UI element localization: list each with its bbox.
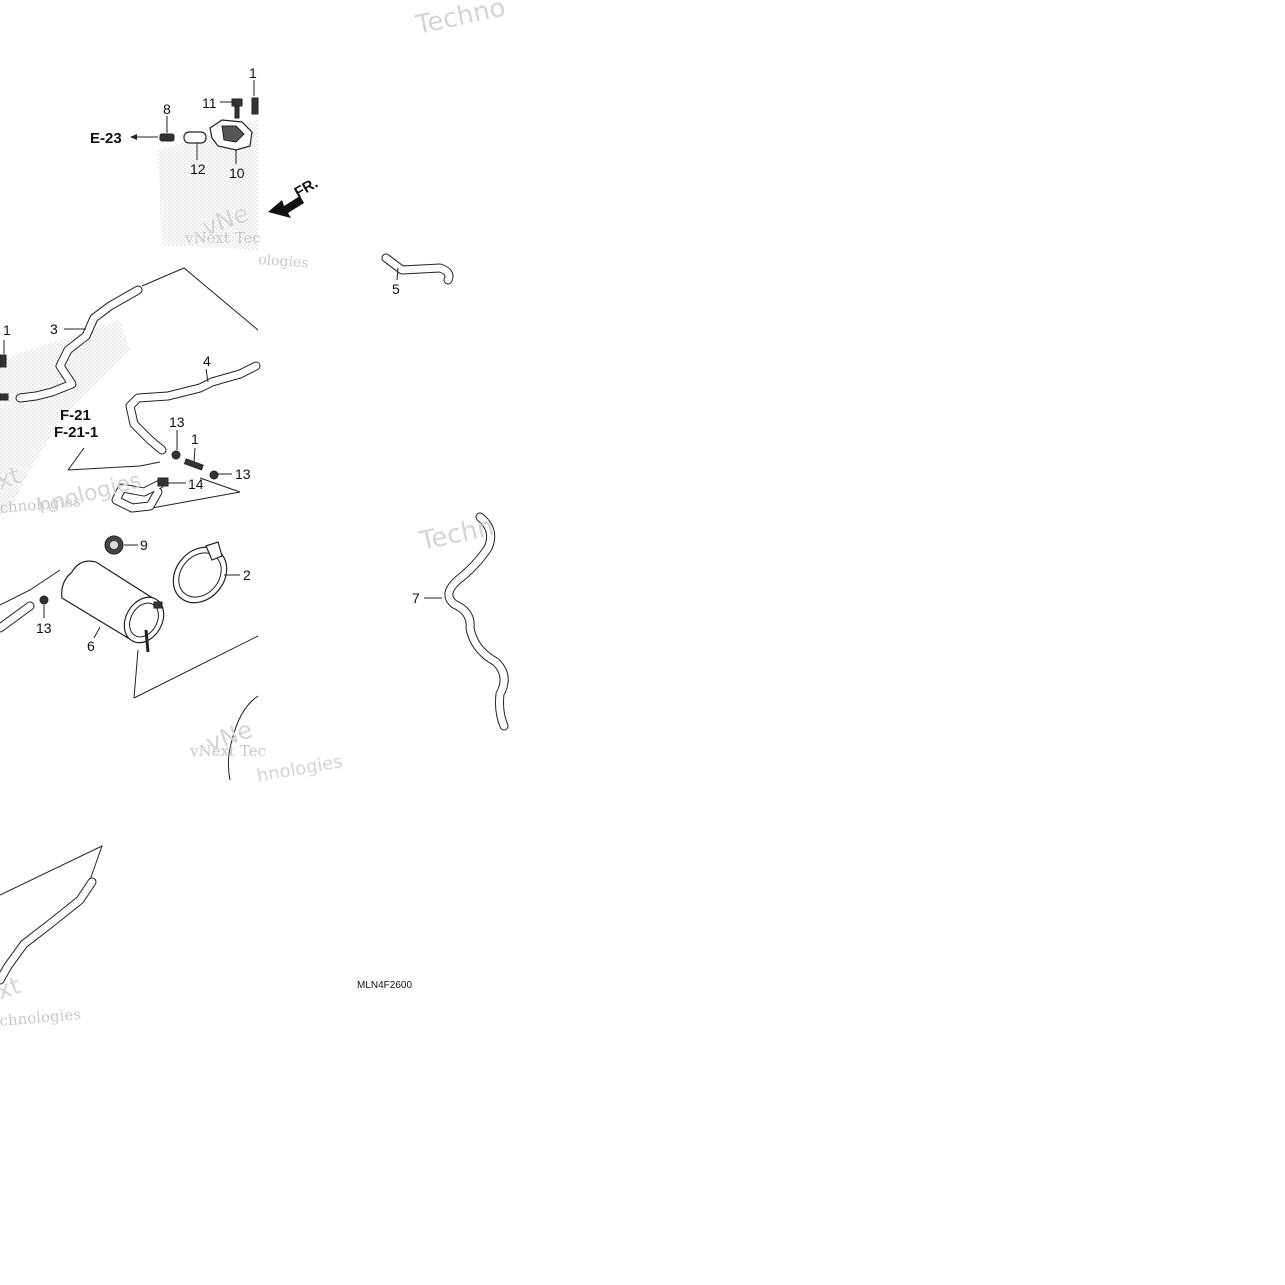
shaded-area — [0, 320, 130, 515]
panel-top: 1 8 11 12 10 E-23 FR. Techno vNext Tec o… — [90, 0, 508, 271]
callout-4: 4 — [203, 353, 211, 369]
part-9-grommet — [104, 535, 138, 555]
callout-5: 5 — [392, 281, 400, 297]
callout-1-mid: 1 — [191, 431, 199, 447]
front-label: FR. — [292, 175, 321, 202]
shaded-area — [158, 120, 258, 250]
panel-middle: 1 3 4 13 1 13 14 F-21 F-21-1 xt chnologi… — [0, 267, 261, 520]
part-13-clip-a — [171, 430, 181, 460]
ref-f21: F-21 — [60, 407, 91, 424]
watermark: chnologies — [0, 1005, 82, 1030]
part-2-band — [172, 541, 240, 604]
callout-1-left: 1 — [3, 322, 11, 338]
watermark: ologies — [258, 252, 309, 271]
part-1-bolt-top — [251, 80, 259, 115]
callout-11: 11 — [202, 95, 217, 111]
part-3-hose — [15, 285, 143, 403]
part-13-clip-c — [39, 595, 49, 618]
callout-2: 2 — [243, 567, 251, 583]
callout-9: 9 — [140, 537, 148, 553]
part-11-bolt — [220, 98, 243, 119]
panel-bottom: xt chnologies — [0, 845, 103, 1030]
panel-lower: 9 2 13 6 vNext Tec vNe hnologies — [0, 535, 344, 787]
part-5-hose: 5 — [381, 253, 454, 297]
part-12-hose — [183, 131, 207, 160]
part-13-clip-b — [209, 470, 232, 480]
hose-loop — [111, 479, 165, 513]
callout-3: 3 — [50, 321, 58, 337]
callout-1-top: 1 — [249, 65, 257, 81]
callout-13-c: 13 — [36, 620, 52, 636]
callout-13-a: 13 — [169, 414, 185, 430]
callout-7: 7 — [412, 590, 420, 606]
callout-13-b: 13 — [235, 466, 251, 482]
watermark: hnologies — [35, 468, 144, 520]
callout-12: 12 — [190, 161, 206, 177]
callout-6: 6 — [87, 638, 95, 654]
callout-14: 14 — [188, 476, 204, 492]
part-7-hose: 7 Techn — [412, 512, 509, 731]
part-10-valve — [209, 119, 253, 164]
part-1-bolt-mid — [183, 447, 204, 471]
watermark: hnologies — [255, 751, 344, 787]
part-1-bolt-left — [0, 340, 9, 401]
watermark: Techno — [412, 0, 508, 41]
diagram-code: MLN4F2600 — [357, 980, 412, 991]
part-14-joint — [157, 477, 186, 487]
callout-10: 10 — [229, 165, 245, 181]
ref-e23-arrow — [130, 134, 158, 140]
part-4-hose — [125, 361, 261, 455]
callout-8: 8 — [163, 101, 171, 117]
ref-f21-1: F-21-1 — [54, 424, 98, 441]
watermark: vNext Tec — [184, 229, 261, 247]
ref-e23: E-23 — [90, 130, 122, 147]
part-6-canister — [61, 560, 165, 653]
front-arrow-icon — [268, 196, 304, 218]
watermark: xt — [0, 971, 24, 1005]
watermark: vNext Tec — [189, 742, 266, 760]
part-8-fitting — [159, 116, 175, 142]
